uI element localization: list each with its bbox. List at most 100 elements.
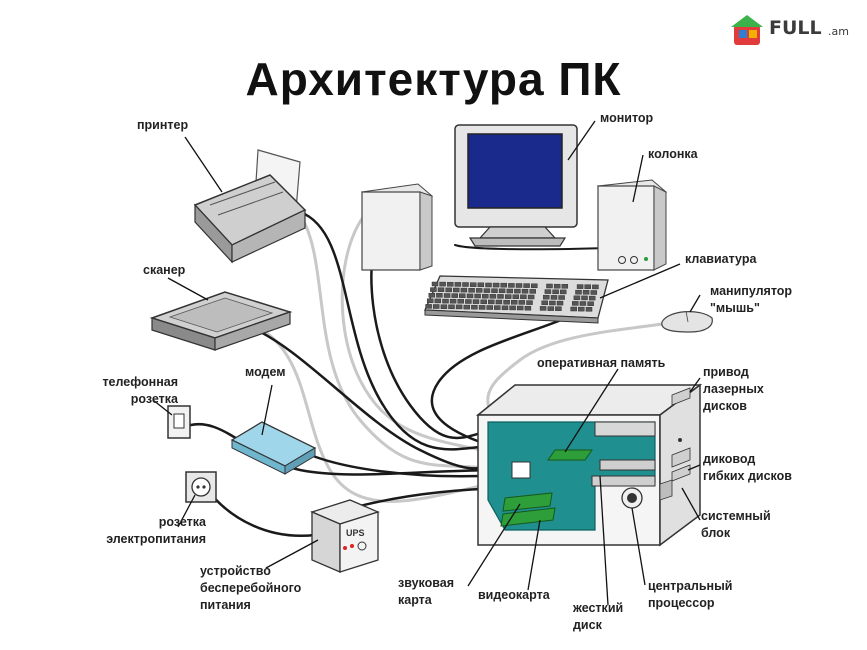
- label-hdd: жесткий диск: [573, 600, 623, 634]
- keyboard-key: [573, 295, 581, 301]
- label-cd-drive-line2: лазерных: [703, 382, 764, 396]
- keyboard-key: [550, 295, 558, 300]
- keyboard-key: [582, 290, 590, 295]
- label-cpu-line1: центральный: [648, 579, 733, 593]
- keyboard-key: [437, 287, 445, 292]
- label-ram: оперативная память: [537, 356, 666, 370]
- keyboard-key: [585, 307, 593, 312]
- keyboard-key: [426, 298, 434, 304]
- keyboard-key: [463, 304, 471, 310]
- keyboard-key: [495, 299, 503, 305]
- keyboard-key: [477, 282, 485, 288]
- keyboard-key: [541, 300, 548, 306]
- label-phone-socket: телефонная розетка: [88, 374, 178, 408]
- keyboard-key: [449, 298, 457, 304]
- keyboard-key: [501, 305, 509, 311]
- label-printer: принтер: [137, 118, 189, 132]
- keyboard-key: [469, 282, 477, 287]
- label-system-unit-line2: блок: [701, 526, 731, 540]
- label-mouse-line1: манипулятор: [710, 284, 793, 298]
- keyboard-key: [447, 282, 454, 287]
- keyboard-key: [460, 287, 468, 293]
- keyboard-key: [465, 299, 472, 304]
- keyboard-key: [526, 300, 533, 305]
- keyboard-key: [508, 283, 515, 288]
- label-cd-drive-line1: привод: [703, 365, 749, 379]
- keyboard-key: [529, 289, 536, 294]
- keyboard-key: [523, 283, 530, 288]
- house-icon: [731, 15, 763, 45]
- keyboard-key: [432, 304, 440, 309]
- label-keyboard: клавиатура: [685, 252, 757, 266]
- keyboard-key: [520, 294, 527, 300]
- keyboard-key: [440, 304, 448, 309]
- keyboard-key: [590, 290, 598, 295]
- keyboard-key: [491, 288, 498, 293]
- keyboard-key: [575, 289, 582, 295]
- keyboard-key: [549, 300, 556, 306]
- keyboard-key: [478, 305, 486, 310]
- keyboard: [424, 275, 609, 324]
- keyboard-key: [546, 283, 553, 289]
- keyboard-key: [516, 305, 524, 311]
- keyboard-key: [425, 304, 432, 309]
- label-sound-card: звуковая карта: [398, 575, 454, 609]
- keyboard-key: [442, 298, 449, 304]
- keyboard-key: [579, 301, 587, 306]
- keyboard-key: [436, 293, 443, 298]
- keyboard-key: [494, 305, 501, 310]
- label-mouse: манипулятор "мышь": [710, 283, 792, 317]
- label-phone-socket-line1: телефонная: [102, 375, 178, 389]
- keyboard-key: [510, 300, 518, 305]
- keyboard-key: [524, 305, 532, 311]
- label-floppy-line1: диковод: [703, 452, 756, 466]
- leader-lines: [152, 120, 701, 606]
- monitor: [454, 124, 578, 247]
- label-modem: модем: [245, 365, 286, 379]
- keyboard-key: [445, 287, 452, 293]
- keyboard-key: [439, 281, 446, 287]
- keyboard-key: [506, 288, 514, 294]
- keyboard-key: [531, 283, 538, 289]
- label-ups-line3: питания: [200, 598, 251, 612]
- keyboard-key: [588, 295, 596, 301]
- keyboard-key: [475, 288, 483, 293]
- keyboard-key: [480, 299, 487, 305]
- label-floppy-line2: гибких дисков: [703, 469, 792, 483]
- label-system-unit-line1: системный: [701, 509, 771, 523]
- keyboard-key: [556, 300, 564, 306]
- keyboard-key: [504, 294, 512, 299]
- keyboard-key: [503, 299, 510, 305]
- keyboard-key: [539, 306, 547, 311]
- keyboard-key: [462, 282, 469, 287]
- keyboard-key: [544, 289, 552, 294]
- keyboard-key: [512, 294, 520, 299]
- keyboard-key: [468, 288, 475, 293]
- keyboard-key: [451, 293, 458, 298]
- label-power-socket-line1: розетка: [158, 515, 206, 529]
- scanner: [149, 291, 293, 351]
- keyboard-key: [483, 288, 491, 293]
- keyboard-key: [498, 288, 506, 294]
- keyboard-key: [521, 288, 529, 294]
- keyboard-key: [472, 299, 480, 304]
- keyboard-key: [500, 282, 507, 288]
- modem: [230, 421, 317, 475]
- keyboard-key: [543, 294, 550, 300]
- power-socket: [185, 471, 217, 503]
- keyboard-key: [587, 301, 594, 306]
- keyboard-key: [572, 301, 579, 306]
- keyboard-key: [471, 304, 478, 310]
- label-scanner: сканер: [143, 263, 186, 277]
- label-cpu-line2: процессор: [648, 596, 715, 610]
- label-ups: устройство бесперебойного питания: [200, 563, 301, 614]
- keyboard-key: [448, 304, 455, 310]
- phone-socket: [167, 405, 191, 439]
- label-video-card: видеокарта: [478, 588, 550, 602]
- keyboard-key: [492, 282, 500, 288]
- label-cd-drive-line3: дисков: [703, 399, 747, 413]
- label-phone-socket-line2: розетка: [130, 392, 178, 406]
- keyboard-key: [488, 299, 495, 305]
